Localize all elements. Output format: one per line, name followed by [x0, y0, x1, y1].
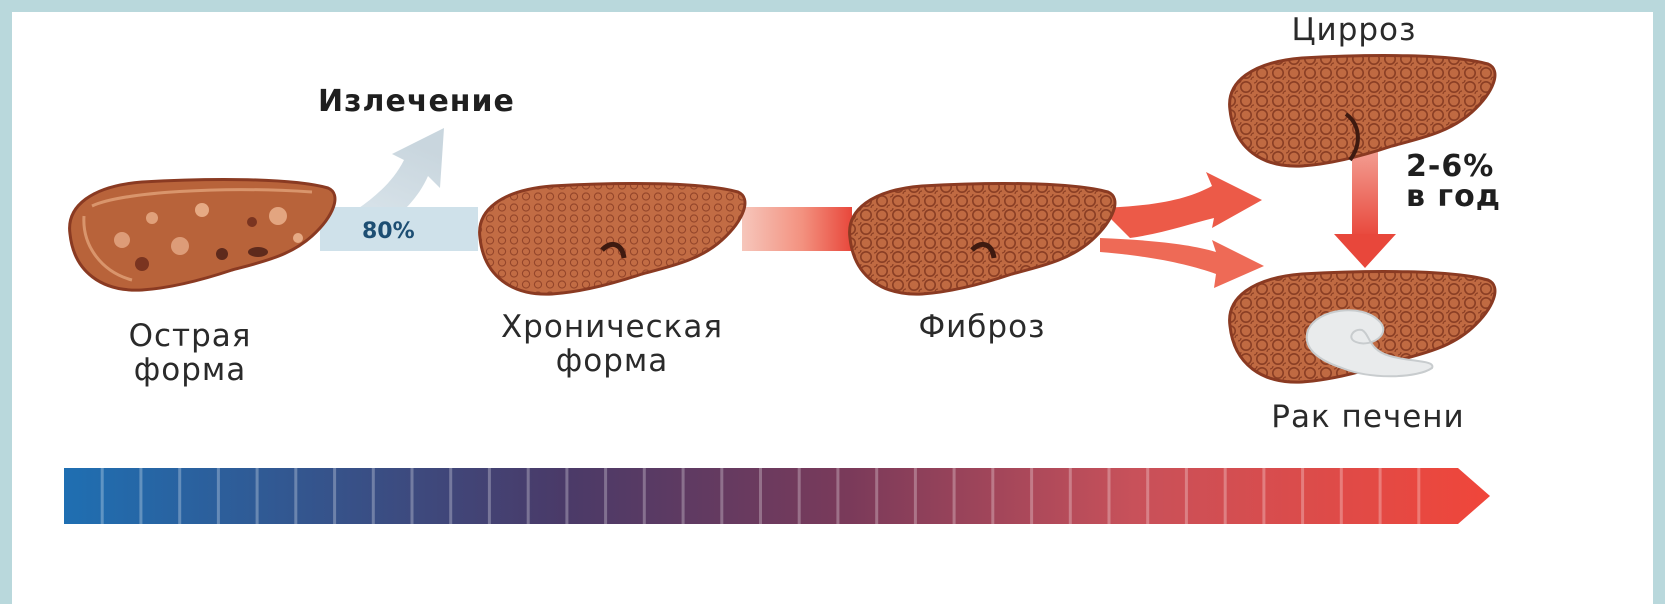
progression-bar-stripe — [604, 468, 607, 524]
cancer-label: Рак печени — [1271, 399, 1464, 435]
progression-bar-stripe — [875, 468, 878, 524]
fibrosis-to-cirrhosis-arrow — [1100, 172, 1262, 238]
cancer-rate-line2: в год — [1406, 179, 1501, 214]
chronic-liver-icon — [480, 184, 745, 295]
progression-bar-stripe — [101, 468, 104, 524]
progression-bar-stripe — [836, 468, 839, 524]
progression-bar-stripe — [527, 468, 530, 524]
progression-bar-stripe — [1185, 468, 1188, 524]
progression-bar-stripe — [914, 468, 917, 524]
progression-bar-stripe — [256, 468, 259, 524]
progression-bar-stripe — [720, 468, 723, 524]
recovery-percent: 80% — [362, 219, 415, 244]
progression-bar-stripe — [333, 468, 336, 524]
fibrosis-to-cancer-arrow — [1100, 238, 1264, 288]
progression-bar-stripe — [1379, 468, 1382, 524]
progression-bar-body — [64, 468, 1490, 524]
progression-bar-stripe — [953, 468, 956, 524]
fibrosis-label: Фиброз — [918, 309, 1045, 345]
acute-liver-icon — [70, 180, 335, 291]
progression-bar-stripe — [1224, 468, 1227, 524]
progression-bar-stripe — [217, 468, 220, 524]
progression-bar-stripe — [294, 468, 297, 524]
progression-bar-stripe — [991, 468, 994, 524]
progression-bar-stripe — [759, 468, 762, 524]
progression-bar-stripe — [178, 468, 181, 524]
progression-bar-stripe — [1030, 468, 1033, 524]
progression-bar — [64, 468, 1490, 524]
acute-label-line2: форма — [134, 352, 247, 388]
progression-bar-stripe — [1146, 468, 1149, 524]
progression-bar-stripe — [449, 468, 452, 524]
progression-bar-stripe — [1301, 468, 1304, 524]
recovery-label: Излечение — [318, 84, 515, 119]
acute-label-line1: Острая — [129, 318, 252, 354]
chronic-label-line1: Хроническая — [501, 309, 723, 345]
progression-bar-stripe — [488, 468, 491, 524]
chronic-label-line2: форма — [556, 343, 669, 379]
progression-bar-stripe — [1417, 468, 1420, 524]
progression-bar-stripe — [1069, 468, 1072, 524]
chronic-to-fibrosis-flow — [742, 207, 852, 251]
progression-bar-stripe — [411, 468, 414, 524]
cirrhosis-to-cancer-arrowhead — [1334, 234, 1396, 268]
progression-bar-stripe — [1340, 468, 1343, 524]
progression-bar-stripe — [372, 468, 375, 524]
cirrhosis-to-cancer-shaft — [1352, 148, 1378, 238]
cirrhosis-label: Цирроз — [1291, 12, 1416, 48]
cancer-liver-icon — [1230, 272, 1495, 383]
progression-bar-stripe — [139, 468, 142, 524]
progression-bar-stripe — [682, 468, 685, 524]
progression-bar-stripe — [643, 468, 646, 524]
progression-bar-stripe — [565, 468, 568, 524]
progression-bar-stripe — [1262, 468, 1265, 524]
progression-bar-stripe — [798, 468, 801, 524]
fibrosis-liver-icon — [850, 184, 1115, 295]
progression-bar-stripe — [1108, 468, 1111, 524]
